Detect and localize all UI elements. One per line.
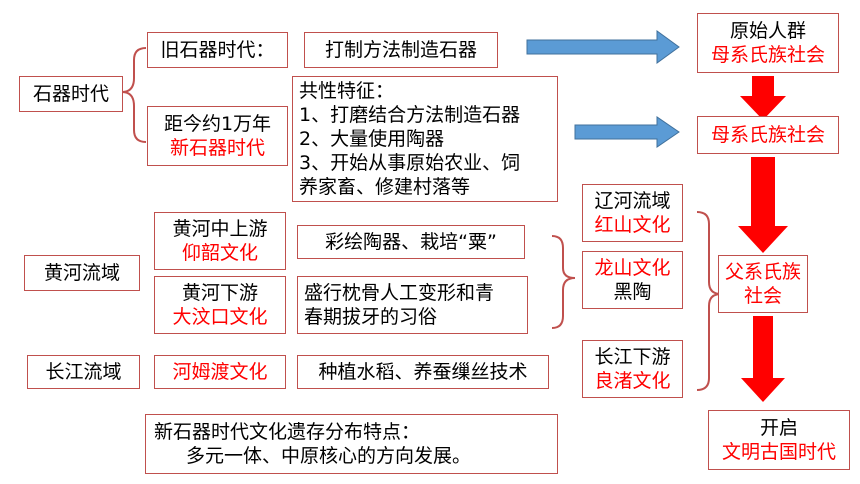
- blue-arrow-neolithic: [574, 116, 680, 148]
- hongshan-box: 辽河流域 红山文化: [582, 184, 683, 242]
- neolithic-period: 距今约1万年: [163, 113, 272, 135]
- neolithic-box: 距今约1万年 新石器时代: [147, 106, 288, 166]
- dawenkou-feature-box: 盛行枕骨人工变形和青 春期拔牙的习俗: [297, 276, 528, 334]
- dawenkou-box: 黄河下游 大汶口文化: [154, 276, 286, 334]
- longshan-desc: 黑陶: [613, 281, 652, 303]
- hemudu-feature: 种植水稻、养蚕缫丝技术: [318, 361, 528, 383]
- paleolithic-label: 旧石器时代：: [160, 39, 275, 61]
- open-label: 开启: [759, 417, 798, 439]
- neolithic-feature-1: 1、打磨结合方法制造石器: [299, 104, 521, 126]
- neolithic-features-box: 共性特征： 1、打磨结合方法制造石器 2、大量使用陶器 3、开始从事原始农业、饲…: [292, 76, 558, 202]
- yangtze-label: 长江流域: [45, 361, 122, 383]
- yangshao-box: 黄河中上游 仰韶文化: [154, 212, 286, 270]
- dawenkou-feature-line-2: 春期拔牙的习俗: [304, 306, 438, 328]
- matriarchal-society-a: 母系氏族社会: [710, 44, 825, 66]
- liaohe-region: 辽河流域: [594, 190, 671, 212]
- paleolithic-box: 旧石器时代：: [147, 32, 288, 68]
- yangtze-lower-region: 长江下游: [594, 346, 671, 368]
- longshan-box: 龙山文化 黑陶: [582, 251, 683, 309]
- patriarchal-box: 父系氏族 社会: [718, 255, 808, 313]
- red-arrow-3: [741, 316, 785, 402]
- stone-age-box: 石器时代: [19, 76, 123, 112]
- neolithic-feature-title: 共性特征：: [299, 80, 395, 102]
- civilization-era: 文明古国时代: [721, 441, 836, 463]
- yellow-river-box: 黄河流域: [24, 255, 140, 291]
- matriarchal-box: 母系氏族社会: [697, 116, 839, 154]
- patriarchal-line-1: 父系氏族: [724, 261, 801, 283]
- yangtze-box: 长江流域: [27, 355, 140, 389]
- summary-title: 新石器时代文化遗存分布特点：: [154, 421, 421, 443]
- red-arrow-2: [738, 157, 788, 253]
- blue-arrow-paleolithic: [526, 30, 680, 64]
- civilization-box: 开启 文明古国时代: [708, 410, 850, 470]
- neolithic-feature-2: 2、大量使用陶器: [299, 128, 445, 150]
- yellow-river-label: 黄河流域: [43, 262, 120, 284]
- liangzhu-culture: 良渚文化: [594, 370, 671, 392]
- hemudu-box: 河姆渡文化: [154, 355, 286, 389]
- liangzhu-box: 长江下游 良渚文化: [582, 340, 683, 398]
- yellow-river-middle-region: 黄河中上游: [172, 218, 268, 240]
- hemudu-culture: 河姆渡文化: [172, 361, 268, 383]
- yangshao-feature-box: 彩绘陶器、栽培“粟”: [297, 225, 525, 259]
- summary-box: 新石器时代文化遗存分布特点： 多元一体、中原核心的方向发展。: [145, 414, 558, 474]
- yangshao-feature: 彩绘陶器、栽培“粟”: [325, 231, 497, 253]
- neolithic-label: 新石器时代: [169, 137, 265, 159]
- longshan-culture: 龙山文化: [594, 257, 671, 279]
- hemudu-feature-box: 种植水稻、养蚕缫丝技术: [297, 355, 549, 389]
- primitive-society-box: 原始人群 母系氏族社会: [697, 13, 839, 73]
- primitive-group: 原始人群: [729, 20, 806, 42]
- stone-age-label: 石器时代: [32, 83, 109, 105]
- patriarchal-line-2: 社会: [743, 285, 782, 307]
- dawenkou-feature-line-1: 盛行枕骨人工变形和青: [304, 282, 495, 304]
- yangshao-culture: 仰韶文化: [181, 242, 258, 264]
- stone-age-brace: [121, 47, 147, 143]
- neolithic-feature-3: 3、开始从事原始农业、饲: [299, 152, 521, 174]
- summary-text: 多元一体、中原核心的方向发展。: [186, 445, 472, 467]
- paleolithic-feature: 打制方法制造石器: [324, 39, 477, 61]
- yellow-river-lower-region: 黄河下游: [181, 282, 258, 304]
- paleolithic-feature-box: 打制方法制造石器: [304, 32, 498, 68]
- hongshan-culture: 红山文化: [594, 214, 671, 236]
- yellow-river-brace: [551, 235, 576, 329]
- neolithic-feature-3-cont: 养家畜、修建村落等: [299, 176, 471, 198]
- matriarchal-society-b: 母系氏族社会: [710, 124, 825, 146]
- red-arrow-1: [740, 76, 786, 120]
- dawenkou-culture: 大汶口文化: [172, 306, 268, 328]
